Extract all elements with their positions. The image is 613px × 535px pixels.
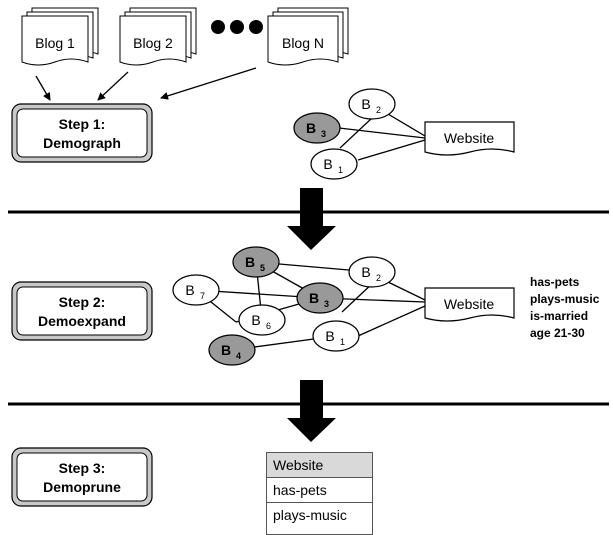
graph2-node-b7 [172,274,220,306]
step-1-title: Step 1: [59,116,106,132]
arrow-blog2-to-step1 [97,71,129,101]
ellipsis-dot [211,20,225,34]
graph2-node-b1 [312,320,360,352]
graph1-website-node [424,121,515,156]
graph2-node-b7-index: 7 [200,291,205,301]
blog-n-document: Blog N [267,7,349,66]
graph2-node-b3-index: 3 [324,299,329,309]
edge-b3-website [338,127,426,139]
blog-n-label: Blog N [282,35,324,51]
down-arrow-1 [287,188,336,250]
edge-b2-website [387,113,426,137]
step-2-box: Step 2: Demoexpand [11,281,153,341]
attribute-plays-music: plays-music [530,292,600,306]
table-row-plays-music: plays-music [266,502,373,535]
edge-b1-website [357,139,426,161]
graph2-node-b3-letter: B [309,290,319,306]
graph2-node-b2-letter: B [361,264,370,280]
graph2-node-b3 [296,282,344,314]
step-3-title: Step 3: [59,460,106,476]
graph2-website-label: Website [444,296,495,312]
graph2-node-b6 [238,304,286,336]
blog-2-label: Blog 2 [133,35,173,51]
step-3-box: Step 3: Demoprune [11,447,153,507]
attribute-list: has-pets plays-music is-married age 21-3… [530,275,600,340]
blog-1-document: Blog 1 [21,7,99,66]
graph1-node-b2-index: 2 [376,105,381,115]
attribute-is-married: is-married [530,309,588,323]
graph2-node-b1-index: 1 [340,337,345,347]
graph2-node-b5-letter: B [245,254,255,270]
graph2-node-b4 [208,334,256,366]
graph2-node-b1-letter: B [325,328,334,344]
ellipsis-dot [230,20,244,34]
graph2-node-b2 [348,256,396,288]
step-1-box: Step 1: Demograph [11,103,153,163]
graph1-website-label: Website [444,130,495,146]
blog-1-label: Blog 1 [35,35,75,51]
edge-b2-website [387,281,426,301]
graph1-node-b2-letter: B [361,96,370,112]
graph2-node-b5 [232,246,280,278]
down-arrow-2 [287,380,336,442]
step-1-name: Demograph [43,135,121,151]
attribute-has-pets: has-pets [530,275,580,289]
edge-b1-website [357,305,426,337]
blog-2-document: Blog 2 [119,7,197,66]
ellipsis-dot [249,20,263,34]
step-2-title: Step 2: [59,294,106,310]
graph1-node-b1-letter: B [323,156,332,172]
graph2-node-b6-index: 6 [266,321,271,331]
graph2-node-b4-letter: B [221,342,231,358]
graph-1: B 2 B 3 B 1 Website [293,88,515,180]
table-row-has-pets: has-pets [266,477,373,503]
graph-2: B 5 B 7 B 2 B 3 B 6 B 1 B 4 Website [172,246,515,366]
attribute-age-range: age 21-30 [530,326,585,340]
step-3-name: Demoprune [43,479,121,495]
ellipsis-dots [211,20,263,34]
step-2-name: Demoexpand [38,313,126,329]
graph2-website-node [424,287,515,322]
graph2-node-b5-index: 5 [260,263,265,273]
table-header-website: Website [266,452,373,478]
graph1-node-b3-index: 3 [321,129,326,139]
graph1-node-b3-letter: B [306,120,316,136]
arrow-blog1-to-step1 [35,75,51,101]
graph2-node-b2-index: 2 [376,273,381,283]
graph1-node-b1 [310,148,358,180]
graph2-node-b6-letter: B [251,312,260,328]
edge-b2-b1 [339,117,373,149]
graph2-node-b4-index: 4 [236,351,241,361]
arrow-blogn-to-step1 [160,67,257,100]
graph1-node-b1-index: 1 [338,165,343,175]
graph2-node-b7-letter: B [185,282,194,298]
graph1-node-b3 [293,112,341,144]
graph1-node-b2 [348,88,396,120]
